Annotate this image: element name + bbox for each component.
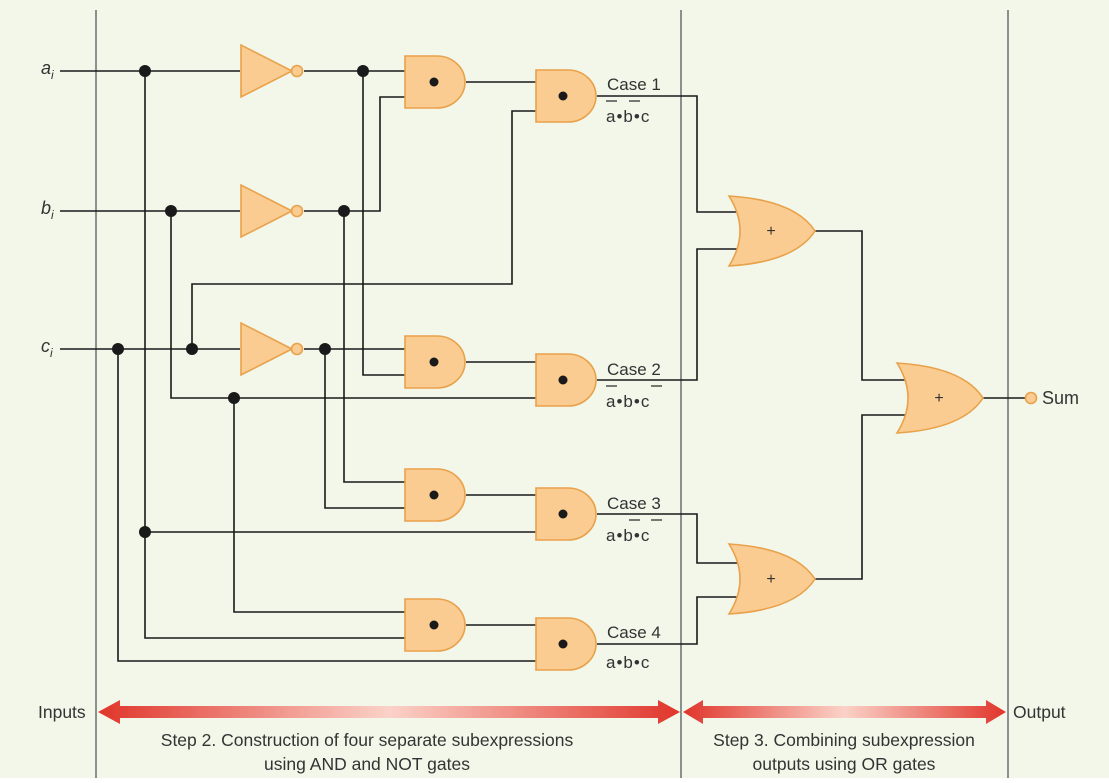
step3-arrow <box>683 700 1006 724</box>
not-gate-c <box>240 321 304 377</box>
case-expr-1: a•b•c <box>606 107 650 126</box>
sum-label: Sum <box>1042 388 1079 408</box>
and-gate-case2 <box>535 353 597 407</box>
and-gate-3a <box>404 468 466 522</box>
case-label-1: Case 1 <box>607 75 661 94</box>
output-label: Output <box>1013 702 1066 722</box>
and-gate-2a <box>404 335 466 389</box>
input-b-sub: i <box>51 208 54 222</box>
junction-dots <box>112 65 369 538</box>
input-b-letter: b <box>41 198 51 218</box>
case-expr-3: a•b•c <box>606 526 650 545</box>
svg-text:bi: bi <box>41 198 54 222</box>
step2-label-line2: using AND and NOT gates <box>264 754 470 774</box>
svg-text:ci: ci <box>41 336 53 360</box>
and-gate-4a <box>404 598 466 652</box>
input-a-letter: a <box>41 58 51 78</box>
or-gate-top: + <box>727 195 816 267</box>
case-expr-4: a•b•c <box>606 653 650 672</box>
inputs-label: Inputs <box>38 702 86 722</box>
step2-arrow <box>98 700 680 724</box>
case-label-4: Case 4 <box>607 623 661 642</box>
and-gates-stage2 <box>535 69 597 671</box>
input-label-c: ci <box>41 336 53 360</box>
or-symbol-final: + <box>934 390 943 407</box>
step3-label-line2: outputs using OR gates <box>753 754 936 774</box>
case-label-2: Case 2 <box>607 360 661 379</box>
case-label-3: Case 3 <box>607 494 661 513</box>
and-gate-1a <box>404 55 466 109</box>
or-gate-bottom: + <box>727 543 816 615</box>
not-gates <box>240 43 304 377</box>
step2-label-line1: Step 2. Construction of four separate su… <box>161 730 574 750</box>
and-gate-case4 <box>535 617 597 671</box>
output-terminal <box>1024 391 1038 405</box>
svg-text:ai: ai <box>41 58 54 82</box>
or-gates: + + + <box>727 195 984 615</box>
input-c-letter: c <box>41 336 50 356</box>
and-gate-case1 <box>535 69 597 123</box>
not-gate-a <box>240 43 304 99</box>
step3-label-line1: Step 3. Combining subexpression <box>713 730 975 750</box>
or-symbol-bottom: + <box>766 571 775 588</box>
case-expr-2: a•b•c <box>606 392 650 411</box>
input-label-a: ai <box>41 58 54 82</box>
input-label-b: bi <box>41 198 54 222</box>
or-gate-final: + <box>895 362 984 434</box>
and-gate-case3 <box>535 487 597 541</box>
input-a-sub: i <box>51 68 54 82</box>
and-gates-stage1 <box>404 55 466 652</box>
or-symbol-top: + <box>766 223 775 240</box>
input-c-sub: i <box>50 346 53 360</box>
not-gate-b <box>240 183 304 239</box>
